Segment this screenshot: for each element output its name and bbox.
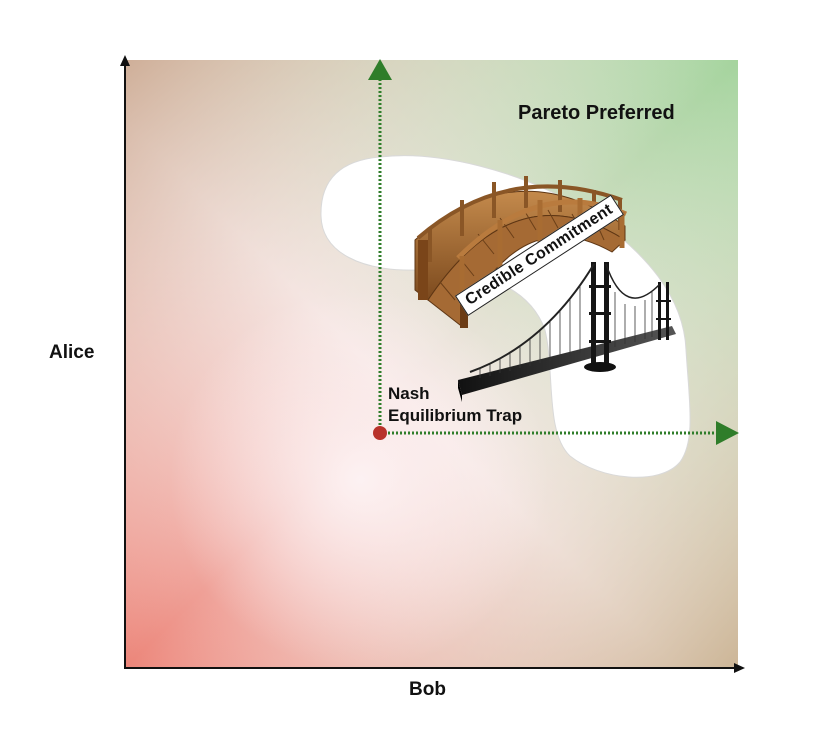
nash-label-line1: Nash <box>388 384 430 403</box>
nash-equilibrium-point <box>373 426 387 440</box>
x-axis-label: Bob <box>409 679 446 700</box>
pareto-preferred-label: Pareto Preferred <box>518 102 675 124</box>
pareto-arrows <box>368 59 739 445</box>
suspension-bridge-illustration <box>458 262 676 402</box>
y-axis-label: Alice <box>49 342 95 363</box>
arrow-up-head <box>368 59 392 80</box>
x-axis-arrowhead <box>734 663 745 673</box>
arrow-right-head <box>716 421 739 445</box>
nash-label-line2: Equilibrium Trap <box>388 406 523 425</box>
nash-equilibrium-label: Nash Equilibrium Trap <box>388 383 522 427</box>
y-axis-arrowhead <box>120 55 130 66</box>
axes <box>120 55 745 673</box>
